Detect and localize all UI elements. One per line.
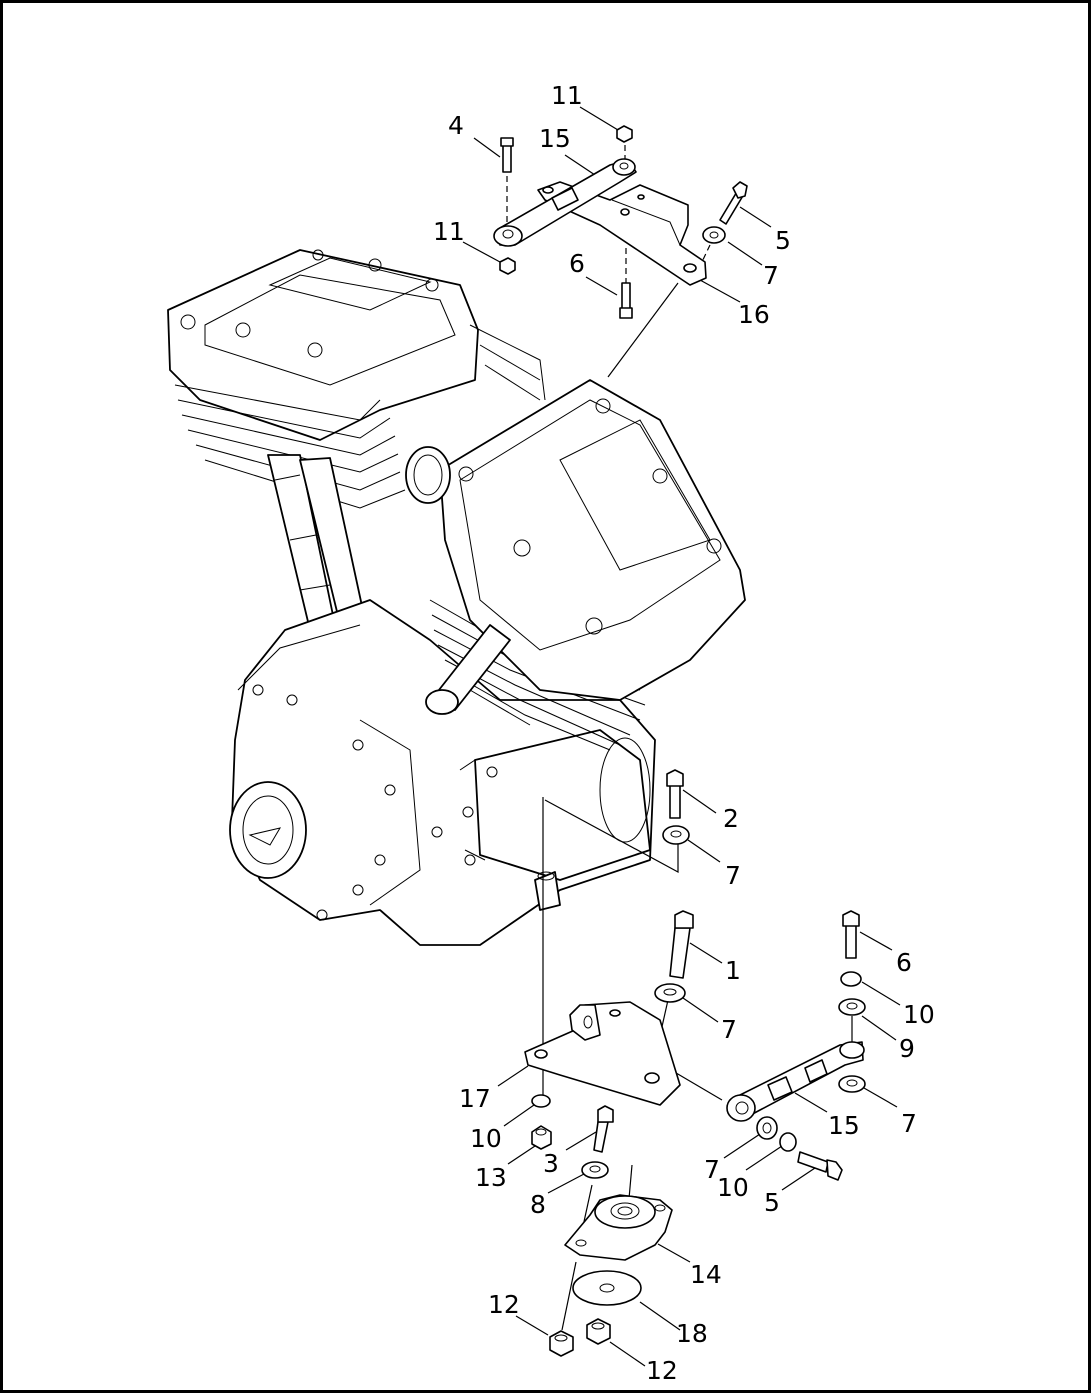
leader-lines <box>462 106 901 1367</box>
callout-7-lower: 7 <box>721 1015 737 1044</box>
lockwasher-10-right <box>840 971 862 987</box>
callout-15-top: 15 <box>539 124 571 153</box>
washer-7-mid <box>662 825 690 845</box>
washer-9 <box>838 998 866 1016</box>
callout-7-mid: 7 <box>725 861 741 890</box>
callout-11-top: 11 <box>551 81 583 110</box>
callout-12-right: 12 <box>646 1356 678 1385</box>
callout-5-lower: 5 <box>764 1188 780 1217</box>
callout-18: 18 <box>676 1319 708 1348</box>
callout-14: 14 <box>690 1260 722 1289</box>
callout-10-left: 10 <box>470 1124 502 1153</box>
callout-13: 13 <box>475 1163 507 1192</box>
callout-17: 17 <box>459 1084 491 1113</box>
washer-7-lower <box>654 983 686 1003</box>
washer-7-link <box>756 1116 778 1140</box>
nut-11-top <box>616 125 633 143</box>
bolt-1 <box>669 927 691 979</box>
callout-8: 8 <box>530 1190 546 1219</box>
nut-11-left <box>499 257 516 275</box>
bolt-3 <box>593 1121 609 1153</box>
front-mount-bracket <box>524 1001 681 1106</box>
middle-hardware <box>662 769 690 845</box>
callout-7-link: 7 <box>704 1155 720 1184</box>
top-stabilizer-group <box>493 125 748 319</box>
lower-stabilizer-group <box>726 910 866 1181</box>
callout-5-top: 5 <box>775 226 791 255</box>
callout-16: 16 <box>738 300 770 329</box>
lockwasher-10-left <box>531 1094 551 1108</box>
washer-8 <box>581 1161 609 1179</box>
callout-10-link: 10 <box>717 1173 749 1202</box>
callout-12-left: 12 <box>488 1290 520 1319</box>
bolt-2 <box>669 783 681 819</box>
callout-6-lower: 6 <box>896 948 912 977</box>
washer-7-top <box>702 226 726 244</box>
callout-10-right: 10 <box>903 1000 935 1029</box>
callout-15-lower: 15 <box>828 1111 860 1140</box>
exploded-parts-diagram: 11 4 15 11 6 5 7 16 2 7 1 7 6 10 9 7 15 … <box>167 81 935 1385</box>
callout-4: 4 <box>448 111 464 140</box>
callout-1: 1 <box>725 956 741 985</box>
callout-7-top: 7 <box>763 261 779 290</box>
callout-11-left: 11 <box>433 217 465 246</box>
callout-9: 9 <box>899 1034 915 1063</box>
bolt-6-lower <box>845 924 857 959</box>
bolt-5-lower <box>797 1151 829 1173</box>
engine-assembly <box>167 249 746 946</box>
washer-7-right <box>838 1075 866 1093</box>
callout-3: 3 <box>543 1149 559 1178</box>
callout-7-right: 7 <box>901 1109 917 1138</box>
callout-labels: 11 4 15 11 6 5 7 16 2 7 1 7 6 10 9 7 15 … <box>433 81 935 1385</box>
callout-2: 2 <box>723 804 739 833</box>
callout-6-top: 6 <box>569 249 585 278</box>
top-bracket <box>537 181 707 286</box>
lockwasher-10-link <box>779 1132 797 1152</box>
shim-plate-18 <box>572 1270 642 1306</box>
lower-mount-group <box>524 910 694 1357</box>
bolt-4 <box>502 144 512 173</box>
bolt-6-top <box>621 282 631 311</box>
